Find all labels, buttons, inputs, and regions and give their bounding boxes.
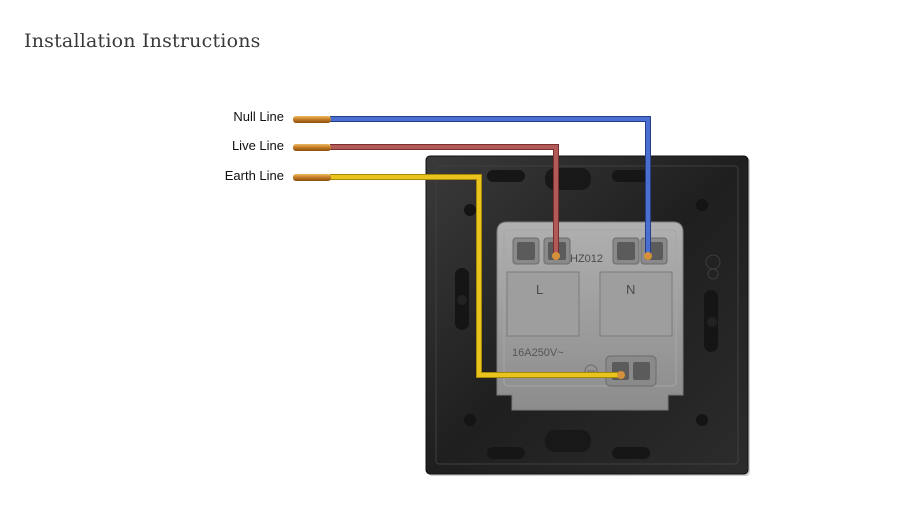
terminal-neutral-label: N	[626, 282, 635, 297]
live-terminal-copper	[552, 252, 560, 260]
null-terminal-copper	[644, 252, 652, 260]
socket-model-text: HZ012	[570, 253, 603, 265]
live-wire	[330, 144, 559, 254]
null-line-label: Null Line	[233, 109, 284, 124]
null-wire	[330, 116, 651, 254]
null-wire-copper-end	[293, 116, 331, 123]
earth-terminal-copper	[617, 371, 625, 379]
terminal-live-label: L	[536, 282, 543, 297]
earth-wire	[330, 174, 620, 378]
live-wire-copper-end	[293, 144, 331, 151]
page-title: Installation Instructions	[24, 30, 261, 52]
live-line-label: Live Line	[231, 138, 284, 153]
terminal-block	[496, 221, 684, 411]
socket-rating-text: 16A250V~	[512, 347, 564, 359]
earth-wire-copper-end	[293, 174, 331, 181]
earth-line-label: Earth Line	[224, 168, 284, 183]
